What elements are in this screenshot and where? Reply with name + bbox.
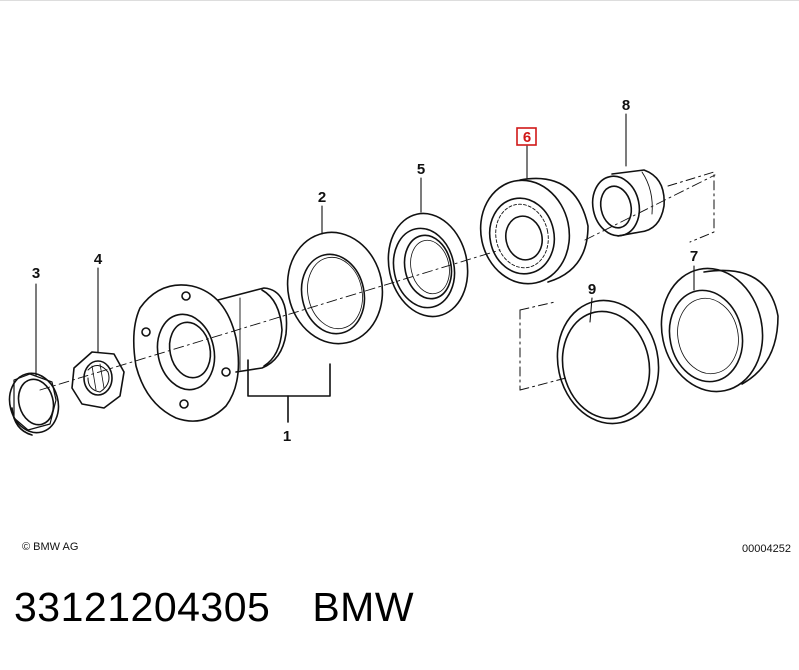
part-caption: 33121204305 BMW: [14, 584, 414, 631]
callout-9[interactable]: 9: [588, 281, 596, 298]
part-3-lock-plate: [8, 372, 60, 436]
callout-3[interactable]: 3: [32, 265, 40, 282]
part-1-output-flange: [132, 284, 331, 423]
part-6-tapered-roller-bearing: [479, 177, 589, 285]
callout-6-highlight-box: [516, 127, 537, 146]
part-4-collar-nut: [71, 351, 125, 409]
diagram-document-number: 00004252: [742, 543, 791, 555]
callout-1[interactable]: 1: [283, 428, 291, 445]
part-number: 33121204305: [14, 584, 271, 630]
callout-8[interactable]: 8: [622, 97, 630, 114]
callout-2[interactable]: 2: [318, 189, 326, 206]
copyright-notice: © BMW AG: [22, 541, 79, 553]
brand-name: BMW: [312, 584, 415, 630]
callout-6[interactable]: 6: [523, 129, 531, 146]
callout-5[interactable]: 5: [417, 161, 425, 178]
part-8-sleeve: [591, 113, 665, 237]
callout-7[interactable]: 7: [690, 248, 698, 265]
part-9-spacer-ring: [556, 297, 660, 425]
part-7-bearing-cup: [660, 265, 779, 393]
part-2-shim: [286, 231, 384, 345]
top-border: [0, 0, 799, 1]
center-axis: [39, 249, 501, 391]
callout-4[interactable]: 4: [94, 251, 103, 268]
part-5-shaft-seal: [387, 212, 469, 318]
